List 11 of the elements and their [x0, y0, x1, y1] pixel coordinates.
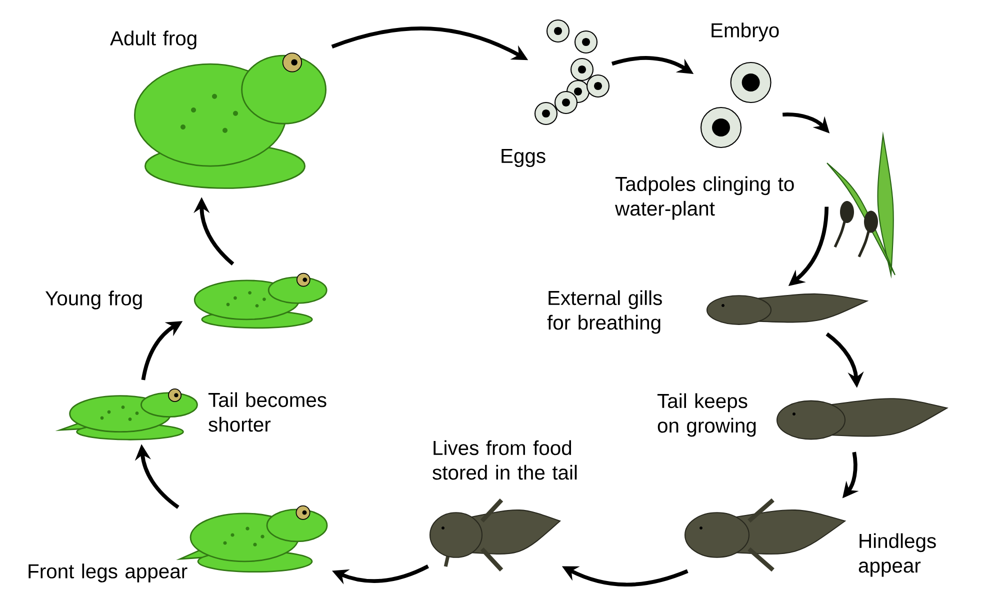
- stage-label: Lives from food stored in the tail: [432, 440, 577, 480]
- stage-label: External gills for breathing: [547, 290, 662, 334]
- stage-label: Tadpoles clinging to water-plant: [615, 176, 794, 220]
- stage-label: Young frog: [45, 290, 142, 310]
- stage-label: Hindlegs appear: [858, 533, 936, 577]
- stage-label: Embryo: [712, 22, 779, 42]
- stage-label: Eggs: [502, 148, 546, 168]
- stage-label: Adult frog: [110, 30, 196, 50]
- stage-label: Tail keeps on growing: [657, 393, 756, 437]
- stage-label: Tail becomes shorter: [208, 392, 326, 432]
- stage-label: Front legs appear: [28, 564, 188, 582]
